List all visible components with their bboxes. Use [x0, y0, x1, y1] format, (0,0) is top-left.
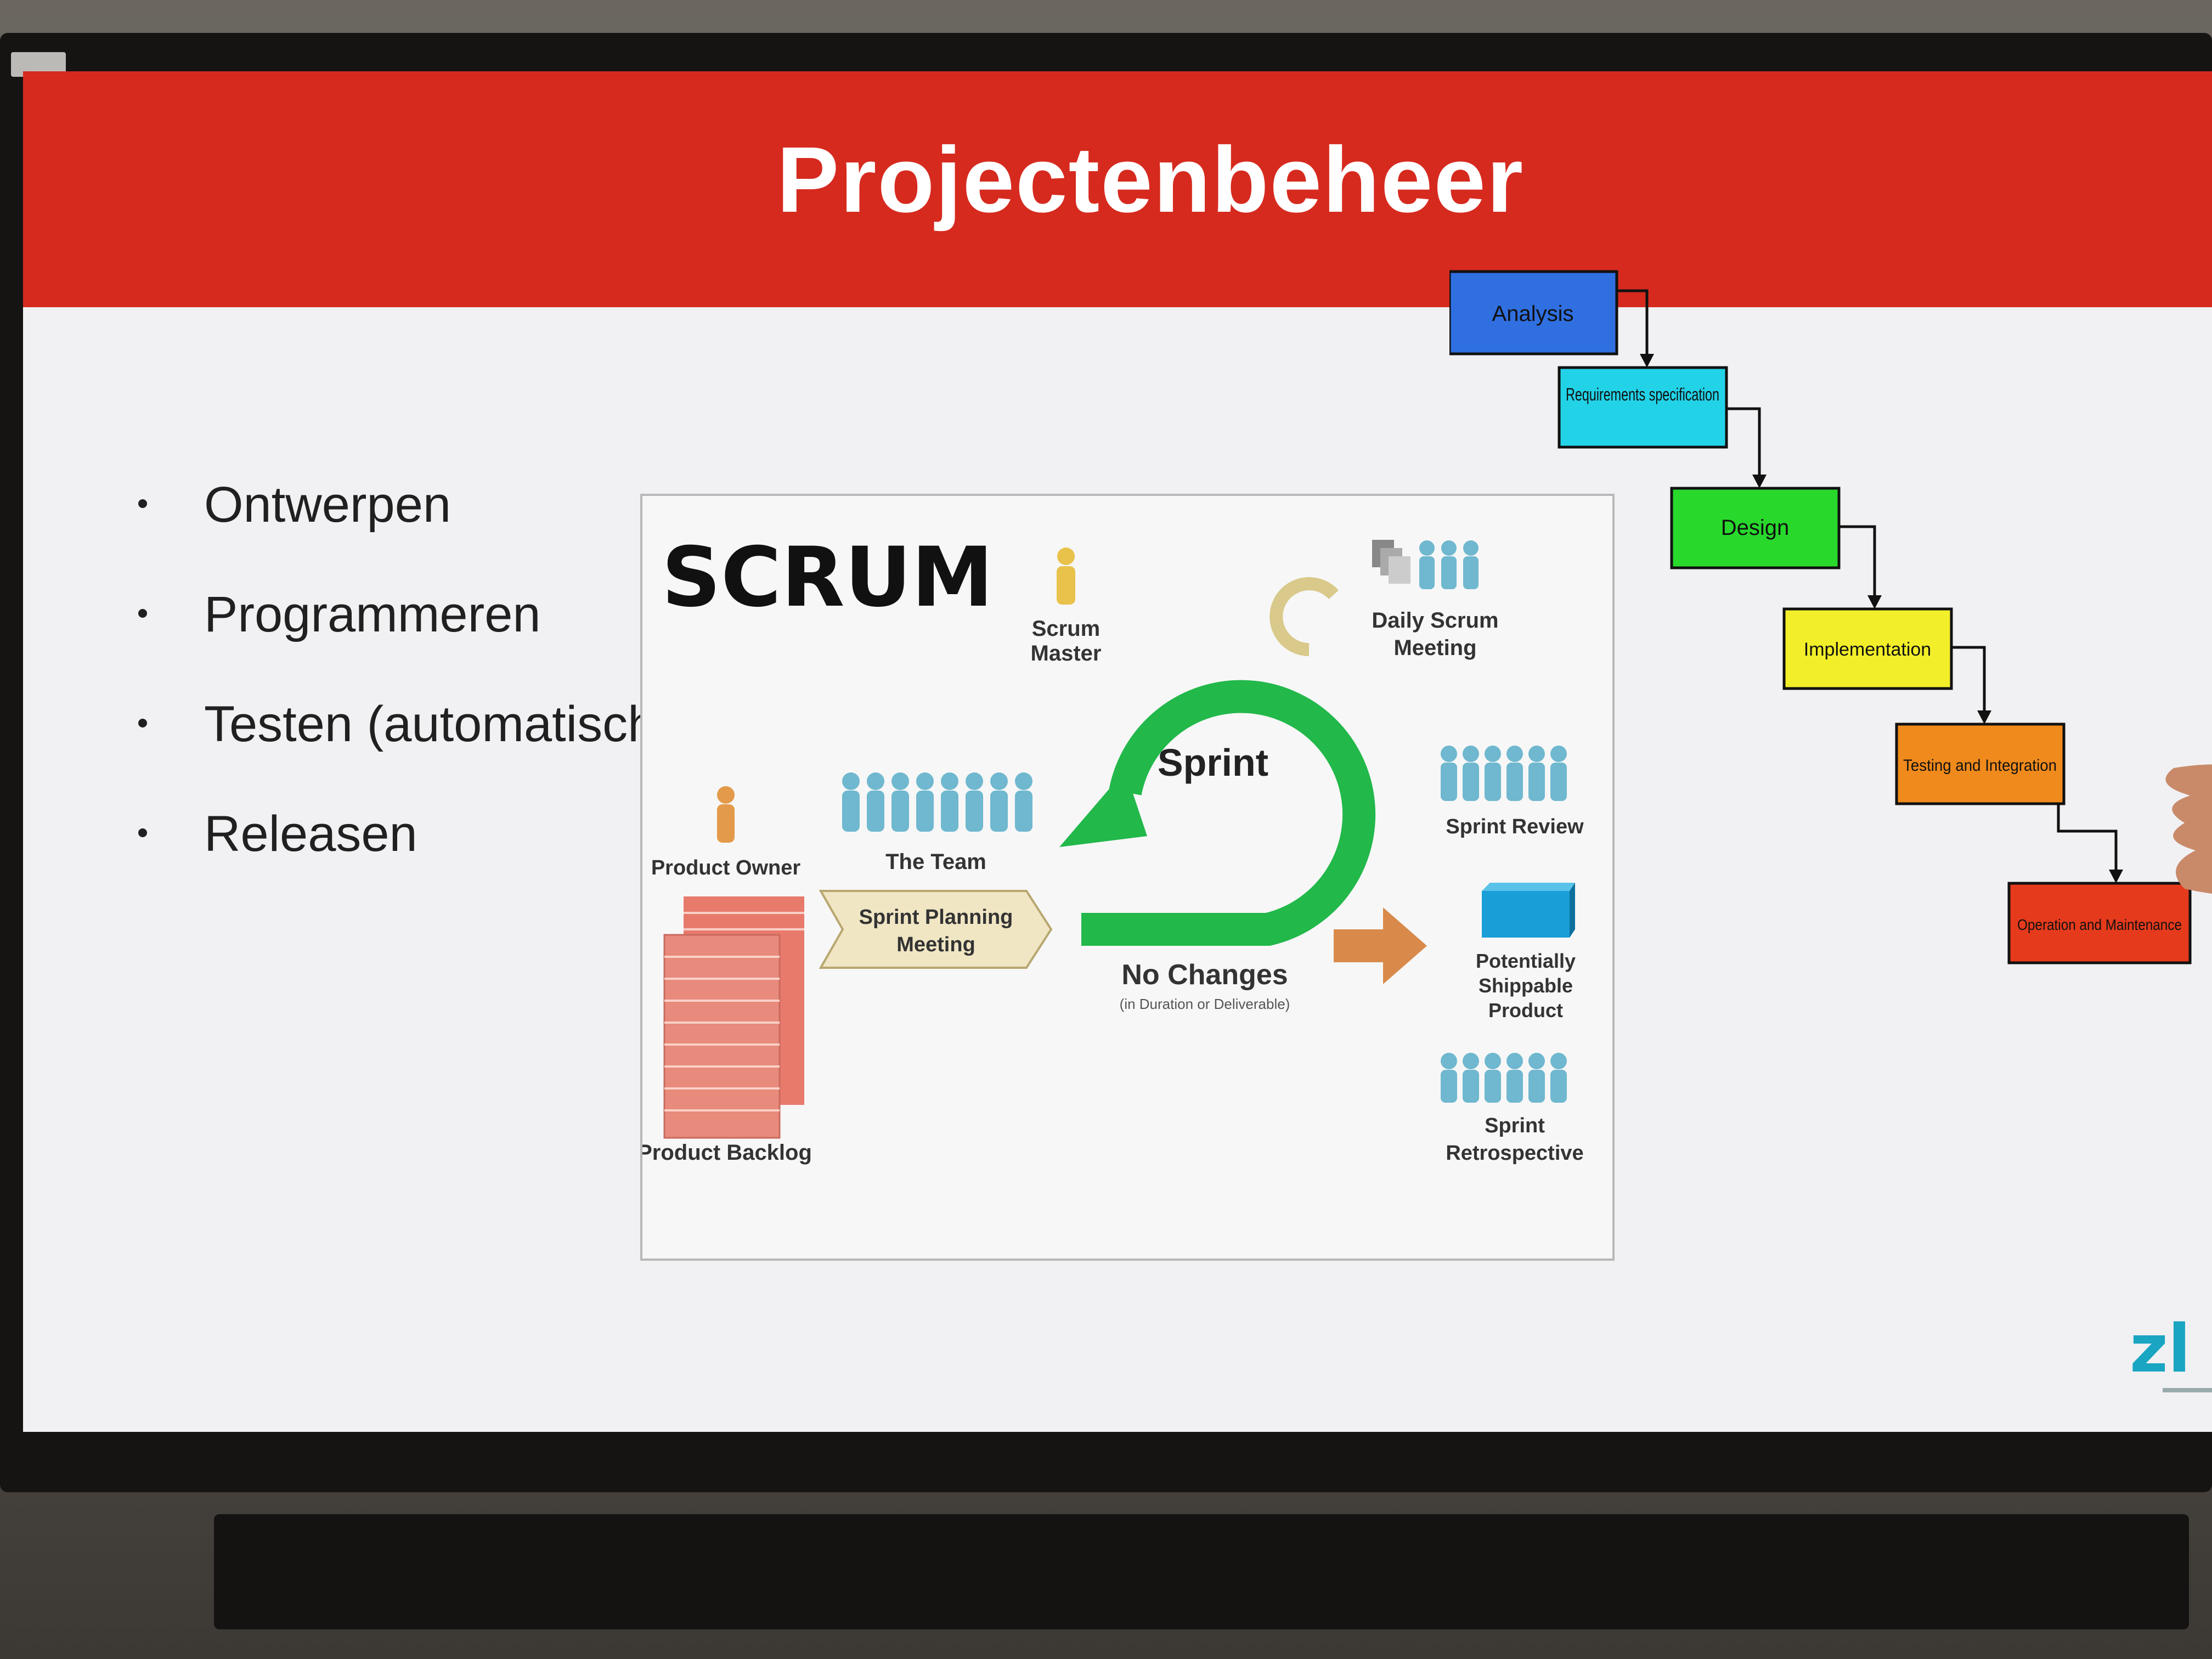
team-icon — [842, 772, 1032, 832]
bullet-item: Ontwerpen — [105, 450, 673, 560]
shippable-product-icon — [1482, 883, 1575, 938]
sprint-planning-label-2: Meeting — [896, 933, 975, 956]
title-bar — [23, 71, 2212, 307]
waterfall-step-analysis — [1449, 270, 1618, 356]
waterfall-label-implementation: Implementation — [1804, 639, 1931, 660]
no-changes-note: (in Duration or Deliverable) — [1120, 996, 1290, 1012]
sprint-retrospective-label-1: Sprint — [1485, 1114, 1545, 1137]
waterfall-step-operation — [2007, 882, 2192, 964]
sprint-planning-shape — [819, 890, 1053, 969]
sprint-review-icon — [1441, 746, 1567, 801]
waterfall-connectors — [1617, 289, 2118, 872]
waterfall-diagram: Analysis Requirements specification Desi… — [1449, 270, 2192, 964]
bullet-item: Releasen — [105, 779, 673, 889]
bullet-item: Programmeren — [105, 560, 673, 669]
scrum-master-icon — [1057, 548, 1075, 605]
bullet-list: Ontwerpen Programmeren Testen (automatis… — [105, 450, 673, 889]
product-owner-icon — [717, 786, 735, 843]
bullet-dot — [138, 828, 147, 837]
daily-loop-icon — [1269, 577, 1339, 656]
sprint-review-label: Sprint Review — [1446, 815, 1584, 838]
product-owner-label: Product Owner — [651, 856, 801, 879]
bullet-text: Ontwerpen — [204, 477, 452, 533]
waterfall-step-implementation — [1782, 607, 1953, 690]
sprint-label: Sprint — [1158, 741, 1268, 784]
daily-scrum-label-1: Daily Scrum — [1372, 608, 1498, 633]
waterfall-step-requirements — [1558, 366, 1728, 449]
daily-scrum-label-2: Meeting — [1393, 636, 1476, 660]
company-logo: zl — [2130, 1311, 2191, 1387]
sprint-planning-label-1: Sprint Planning — [859, 906, 1013, 929]
bullet-dot — [138, 499, 147, 508]
bullet-dot — [138, 719, 147, 727]
team-label: The Team — [885, 850, 986, 874]
waterfall-step-testing — [1895, 723, 2066, 805]
sprint-loop-icon — [1081, 680, 1376, 946]
orange-arrow-icon — [1334, 907, 1427, 984]
presentation-screen: Projectenbeheer Ontwerpen Programmeren T… — [23, 71, 2212, 1432]
waterfall-step-design — [1670, 487, 1841, 569]
product-backlog-stack — [663, 896, 804, 1139]
soundbar — [214, 1514, 2189, 1629]
waterfall-label-analysis: Analysis — [1492, 302, 1574, 326]
presenter-hand — [2165, 764, 2212, 894]
scrum-heading: SCRUM — [662, 530, 994, 625]
bullet-item: Testen (automatisch) — [105, 669, 673, 779]
bullet-text: Programmeren — [204, 586, 541, 642]
daily-scrum-icon — [1372, 540, 1479, 589]
waterfall-label-design: Design — [1721, 516, 1790, 540]
waterfall-label-requirements: Requirements specification — [1566, 385, 1719, 404]
scrum-diagram: SCRUM Scrum Master Daily Scrum Meeti — [640, 494, 1615, 1261]
bullet-dot — [138, 609, 147, 618]
sprint-retrospective-label-2: Retrospective — [1446, 1142, 1583, 1165]
scrum-master-label-2: Master — [1031, 641, 1102, 665]
sprint-retrospective-icon — [1441, 1053, 1567, 1103]
waterfall-label-operation: Operation and Maintenance — [2017, 916, 2182, 933]
bullet-text: Testen (automatisch) — [204, 696, 673, 752]
shippable-label-3: Product — [1488, 999, 1563, 1022]
no-changes-label: No Changes — [1121, 959, 1288, 991]
bullet-text: Releasen — [204, 806, 417, 862]
waterfall-arrowheads — [1640, 354, 2123, 883]
shippable-label-2: Shippable — [1479, 974, 1573, 997]
sprint-arrowhead-icon — [1059, 770, 1147, 847]
waterfall-label-testing: Testing and Integration — [1903, 757, 2057, 775]
scrum-diagram-svg: SCRUM Scrum Master Daily Scrum Meeti — [642, 530, 1584, 1165]
shippable-label-1: Potentially — [1476, 950, 1576, 972]
scrum-master-label-1: Scrum — [1032, 617, 1101, 641]
product-backlog-label: Product Backlog — [642, 1141, 812, 1165]
slide-title: Projectenbeheer — [776, 128, 1525, 232]
logo-tagline — [2163, 1388, 2212, 1392]
